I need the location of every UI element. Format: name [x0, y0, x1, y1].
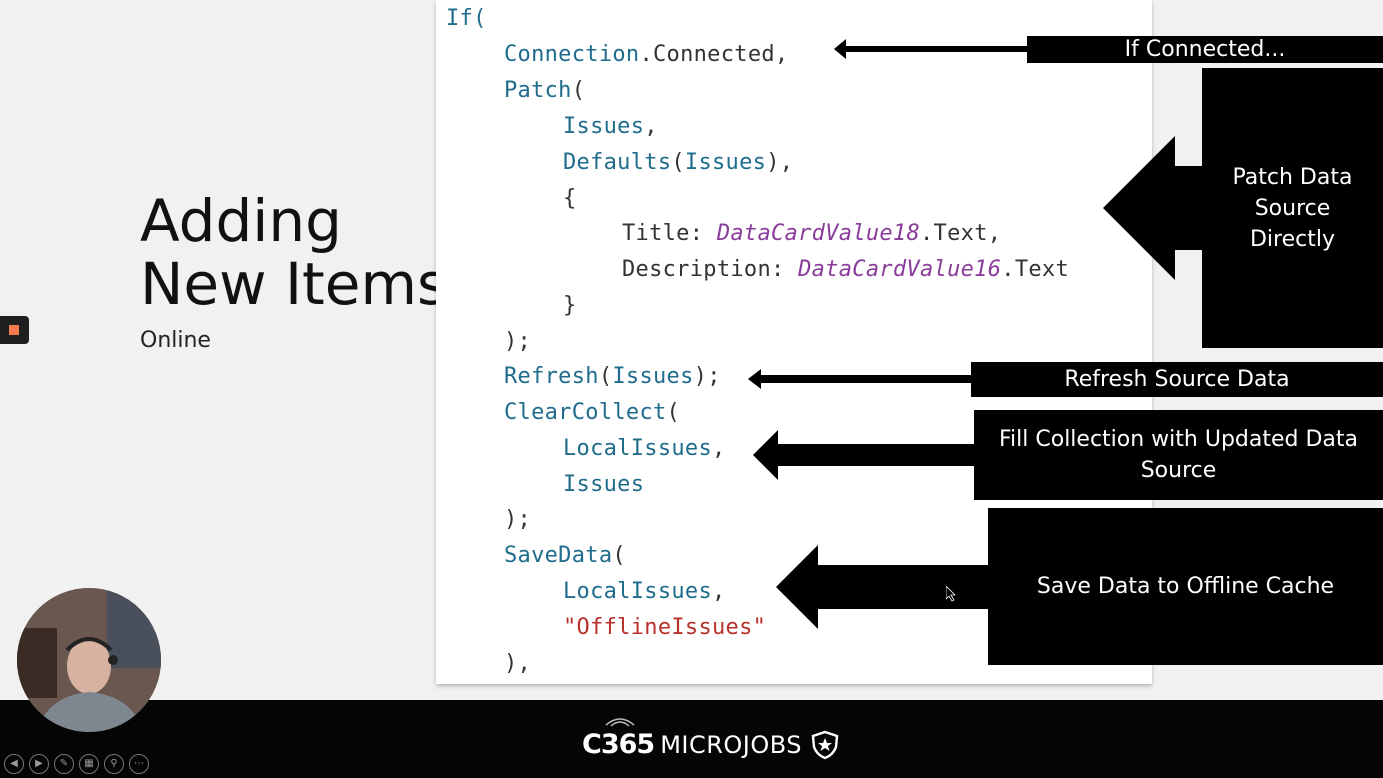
code-token: Description:	[622, 257, 799, 282]
code-line: LocalIssues,	[563, 579, 726, 604]
zoom-icon[interactable]: ⚲	[104, 754, 124, 774]
pen-icon[interactable]: ✎	[54, 754, 74, 774]
code-token: Issues	[684, 150, 767, 175]
presenter-avatar-icon	[17, 588, 161, 732]
code-token: LocalIssues	[563, 579, 712, 604]
code-token: );	[504, 507, 532, 532]
code-token: Title:	[622, 221, 717, 246]
code-token: Defaults	[563, 150, 672, 175]
slideshow-controls: ◀ ▶ ✎ ▦ ⚲ ⋯	[4, 754, 149, 774]
code-token: Refresh	[504, 364, 599, 389]
c365-microjobs-logo: C365 MICROJOBS	[582, 718, 840, 760]
slide-subtitle: Online	[140, 328, 211, 353]
code-token: (	[571, 78, 586, 103]
callout-fill-collection: Fill Collection with Updated Data Source	[974, 410, 1383, 500]
more-options-icon[interactable]: ⋯	[129, 754, 149, 774]
shield-star-icon	[811, 730, 839, 759]
title-line-1: Adding	[140, 187, 342, 255]
logo-number: C365	[582, 729, 655, 760]
code-token: (	[666, 400, 681, 425]
code-token: ,	[712, 436, 726, 461]
callout-text: Patch Data Source Directly	[1232, 164, 1353, 252]
presentation-slide: Adding New Items Online If( Connection.C…	[0, 0, 1383, 684]
presentation-footer	[0, 700, 1383, 778]
title-line-2: New Items	[140, 250, 448, 318]
logo-text: MICROJOBS	[660, 730, 803, 759]
code-token: (	[671, 150, 685, 175]
code-line: Title: DataCardValue18.Text,	[622, 221, 1001, 246]
arrow-left-icon	[1103, 136, 1203, 280]
code-token: .Connected,	[639, 42, 789, 67]
code-line: }	[563, 293, 577, 318]
code-token: (	[598, 364, 613, 389]
code-line: Patch(	[504, 78, 585, 103]
callout-text: Fill Collection with Updated Data Source	[998, 427, 1359, 483]
code-line: Issues	[563, 472, 644, 497]
code-token: {	[563, 186, 577, 211]
callout-patch-data-source: Patch Data Source Directly	[1202, 68, 1383, 348]
code-line: LocalIssues,	[563, 436, 726, 461]
code-line: );	[504, 329, 531, 354]
code-line: Connection.Connected,	[504, 42, 788, 67]
wifi-signal-icon	[605, 718, 635, 727]
code-token: Issues	[612, 364, 694, 389]
arrow-left-icon	[748, 369, 974, 389]
callout-if-connected: If Connected...	[1027, 36, 1383, 63]
code-line: Issues,	[563, 114, 658, 139]
code-token: }	[563, 293, 577, 318]
code-token: .Text,	[920, 221, 1002, 246]
code-line: ),	[504, 651, 531, 676]
callout-refresh-source: Refresh Source Data	[971, 362, 1383, 397]
slide-title: Adding New Items	[140, 190, 447, 316]
code-token: (	[612, 543, 626, 568]
code-token: );	[504, 329, 532, 354]
arrow-left-icon	[753, 430, 978, 480]
code-line: Description: DataCardValue16.Text	[622, 257, 1069, 282]
code-token: Patch	[504, 78, 572, 103]
arrow-left-icon	[776, 545, 991, 629]
code-token: Issues	[563, 114, 645, 139]
code-token: DataCardValue18	[716, 221, 921, 246]
code-token: ClearCollect	[504, 400, 667, 425]
mouse-cursor-icon	[946, 586, 956, 602]
code-token: Issues	[563, 472, 645, 497]
code-token: ,	[644, 114, 658, 139]
next-slide-icon[interactable]: ▶	[29, 754, 49, 774]
code-token: Connection	[504, 42, 640, 67]
code-token: ,	[712, 579, 726, 604]
code-line: );	[504, 507, 531, 532]
arrow-left-icon	[834, 39, 1034, 59]
code-token: If(	[446, 6, 487, 31]
code-line: Defaults(Issues),	[563, 150, 793, 175]
code-line: {	[563, 186, 577, 211]
code-token: "OfflineIssues"	[563, 615, 767, 640]
webcam-feed	[17, 588, 161, 732]
code-token: ),	[766, 150, 794, 175]
code-line: If(	[446, 6, 487, 31]
code-token: DataCardValue16	[798, 257, 1002, 282]
code-token: .Text	[1001, 257, 1070, 282]
code-token: ),	[504, 651, 532, 676]
record-stop-icon	[9, 325, 19, 335]
code-line: Refresh(Issues);	[504, 364, 721, 389]
code-token: LocalIssues	[563, 436, 712, 461]
callout-save-data: Save Data to Offline Cache	[988, 508, 1383, 665]
code-line: "OfflineIssues"	[563, 615, 766, 640]
code-line: SaveData(	[504, 543, 626, 568]
code-line: ClearCollect(	[504, 400, 680, 425]
previous-slide-icon[interactable]: ◀	[4, 754, 24, 774]
code-token: SaveData	[504, 543, 613, 568]
record-indicator-button[interactable]	[0, 316, 29, 344]
slides-overview-icon[interactable]: ▦	[79, 754, 99, 774]
code-token: );	[693, 364, 721, 389]
